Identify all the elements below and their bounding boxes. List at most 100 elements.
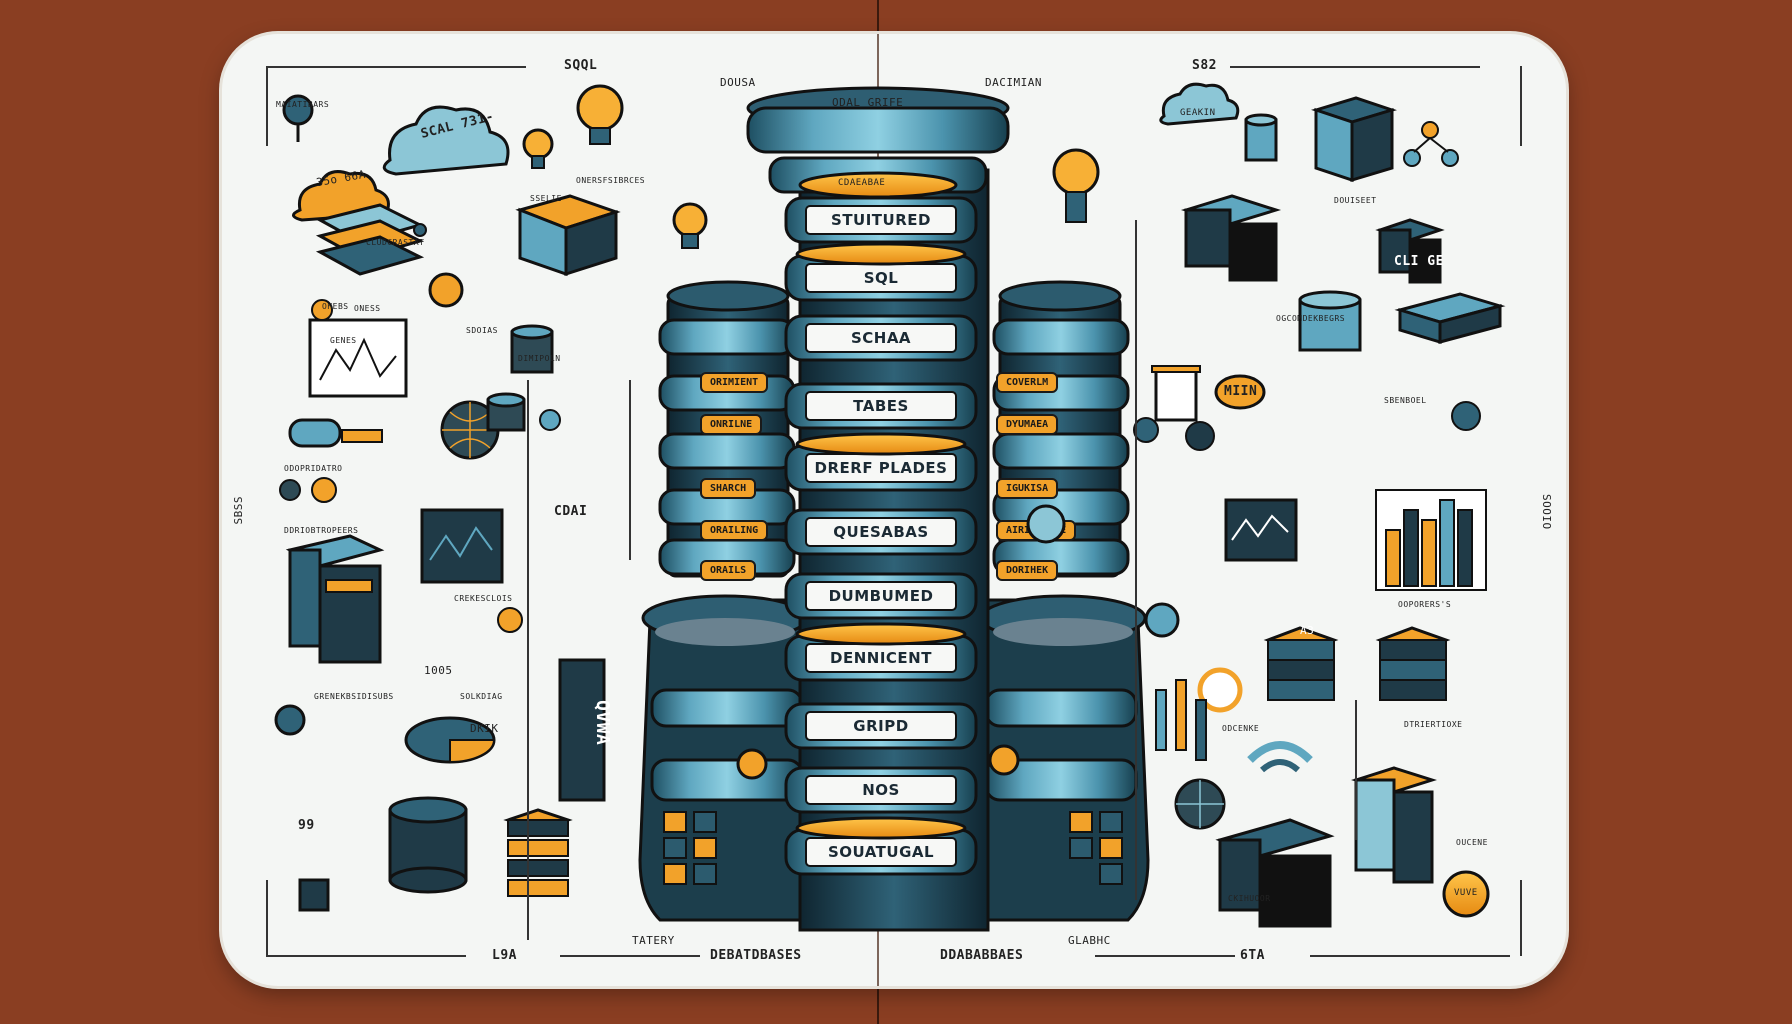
network-nodes-icon	[1403, 121, 1459, 167]
frame-bottom-mid-left-line	[560, 955, 700, 957]
lightbulb-small-icon	[522, 128, 554, 169]
left-stack-tab: ORIMIENT	[700, 372, 769, 393]
tower-ring-label: DUMBUMED	[828, 587, 934, 605]
left-caption: CLUDCRASTAT	[366, 238, 425, 247]
right-stack-tab: DYUMAEA	[996, 414, 1059, 435]
badge-cdai: CDAI	[554, 504, 588, 519]
right-caption: DOUISEET	[1334, 196, 1377, 205]
layer-stack-icon	[315, 203, 425, 276]
database-cylinder-large-icon	[388, 796, 468, 894]
document-icon	[1151, 365, 1201, 422]
badge-vuve: VUVE	[1454, 888, 1478, 898]
frame-right-top-line	[1520, 66, 1522, 146]
top-band-label: CDAEABAE	[838, 178, 886, 188]
corner-label-bottom-right: 6TA	[1240, 948, 1265, 963]
left-caption: MAIATIBARS	[276, 100, 330, 109]
server-cabinet-icon	[285, 534, 385, 664]
corner-label-top-left: SQQL	[564, 58, 598, 73]
map-pin-icon	[282, 94, 314, 142]
cube-icon	[1311, 96, 1397, 183]
server-block-icon	[1180, 194, 1282, 282]
left-caption: GENES	[330, 336, 357, 345]
report-folder-icon	[420, 508, 504, 584]
tower-ring-label: SCHAA	[850, 329, 912, 347]
vertical-server-icon	[558, 658, 606, 802]
chart-monitor-icon	[308, 318, 408, 398]
right-caption: OOPORERS'S	[1398, 600, 1452, 609]
dot-icon	[1133, 417, 1159, 443]
database-cylinder-icon	[510, 324, 554, 374]
top-ring-label: ODAL GRIFE	[832, 96, 904, 109]
side-label-left: SBSS	[232, 496, 245, 525]
side-label-right: SOOIO	[1540, 494, 1553, 530]
lightbulb-icon	[576, 84, 624, 145]
left-caption: SDOIAS	[466, 326, 498, 335]
tower-ring-label: TABES	[853, 397, 909, 415]
cube-dark-icon	[1375, 218, 1445, 284]
left-caption: OHEBS	[322, 302, 349, 311]
chart-monitor-icon	[1224, 498, 1298, 562]
frame-left-top-line	[266, 66, 268, 146]
left-caption: GRENEKBSIDISUBS	[314, 692, 394, 701]
bar-chart-icon	[1375, 489, 1487, 591]
pie-chart-icon	[404, 716, 496, 764]
right-caption: OUCENE	[1456, 838, 1488, 847]
block-icon	[298, 878, 330, 912]
database-cylinder-icon	[486, 392, 526, 432]
left-caption: DDRIOBTROPEERS	[284, 526, 359, 535]
frame-left-bottom-line	[266, 880, 268, 956]
dot-icon	[413, 223, 427, 237]
tower-ring-label: SOUATUGAL	[827, 843, 935, 861]
cube-stack-icon	[1263, 626, 1339, 701]
right-caption: ODCENKE	[1222, 724, 1260, 733]
cloud-label-3: GEAKIN	[1180, 108, 1216, 118]
puzzle-icon	[1451, 401, 1481, 431]
cloud-icon	[382, 105, 510, 176]
right-caption: SBENBOEL	[1384, 396, 1427, 405]
right-caption: OGCOMDEKBEGRS	[1276, 314, 1346, 323]
tower-ring-label: DRERF PLADES	[814, 459, 948, 477]
corner-label-bottom-center-right: DDABABBAES	[940, 948, 1024, 963]
tower-ring-label: DENNICENT	[830, 649, 932, 667]
left-stack-tab: SHARCH	[700, 478, 757, 499]
server-rack-icon	[1351, 766, 1437, 884]
corner-label-top-right: S82	[1192, 58, 1217, 73]
lock-icon	[274, 704, 306, 736]
badge-1005: 1005	[424, 664, 453, 677]
left-caption: CREKESCLOIS	[454, 594, 513, 603]
pillar-icon	[1175, 679, 1187, 751]
badge-99: 99	[298, 818, 315, 833]
server-box-icon	[1215, 818, 1335, 928]
frame-top-right-line	[1230, 66, 1480, 68]
corner-label-top-right-mid: DACIMIAN	[985, 76, 1042, 89]
globe-icon	[1174, 778, 1226, 830]
frame-top-left-line	[266, 66, 526, 68]
right-caption: DTRIERTIOXE	[1404, 720, 1463, 729]
lightbulb-icon	[1052, 148, 1100, 223]
right-caption: CKIHUOOR	[1228, 894, 1271, 903]
cloud-icon	[1159, 82, 1240, 126]
dot-icon	[539, 409, 561, 431]
left-stack-tab: ONRILNE	[700, 414, 763, 435]
cube-stack-icon	[1375, 626, 1451, 701]
database-cylinder-icon	[1244, 113, 1278, 162]
globe-icon	[440, 400, 500, 460]
tower-ring-label: STUITURED	[831, 211, 931, 229]
badge-dkik: DKIK	[470, 722, 499, 735]
target-icon	[1197, 667, 1243, 713]
frame-bottom-mid-right-line	[1095, 955, 1235, 957]
dot-icon	[279, 479, 301, 501]
corner-label-bottom-right-mid: GLABHC	[1068, 934, 1111, 947]
dot-icon	[1185, 421, 1215, 451]
pillar-icon	[1195, 699, 1207, 761]
corner-label-bottom-center-left: DEBATDBASES	[710, 948, 802, 963]
gear-icon	[1026, 504, 1066, 544]
dot-icon	[311, 299, 333, 321]
speech-bubble-icon	[1214, 374, 1266, 410]
tower-ring-label: QUESABAS	[833, 523, 929, 541]
right-stack-tab: IGUKISA	[996, 478, 1059, 499]
right-stack-tab: DORIHEK	[996, 560, 1059, 581]
corner-label-top-left-mid: DOUSA	[720, 76, 756, 89]
cube-icon	[515, 194, 621, 277]
tower-ring-label: SQL	[863, 269, 899, 287]
